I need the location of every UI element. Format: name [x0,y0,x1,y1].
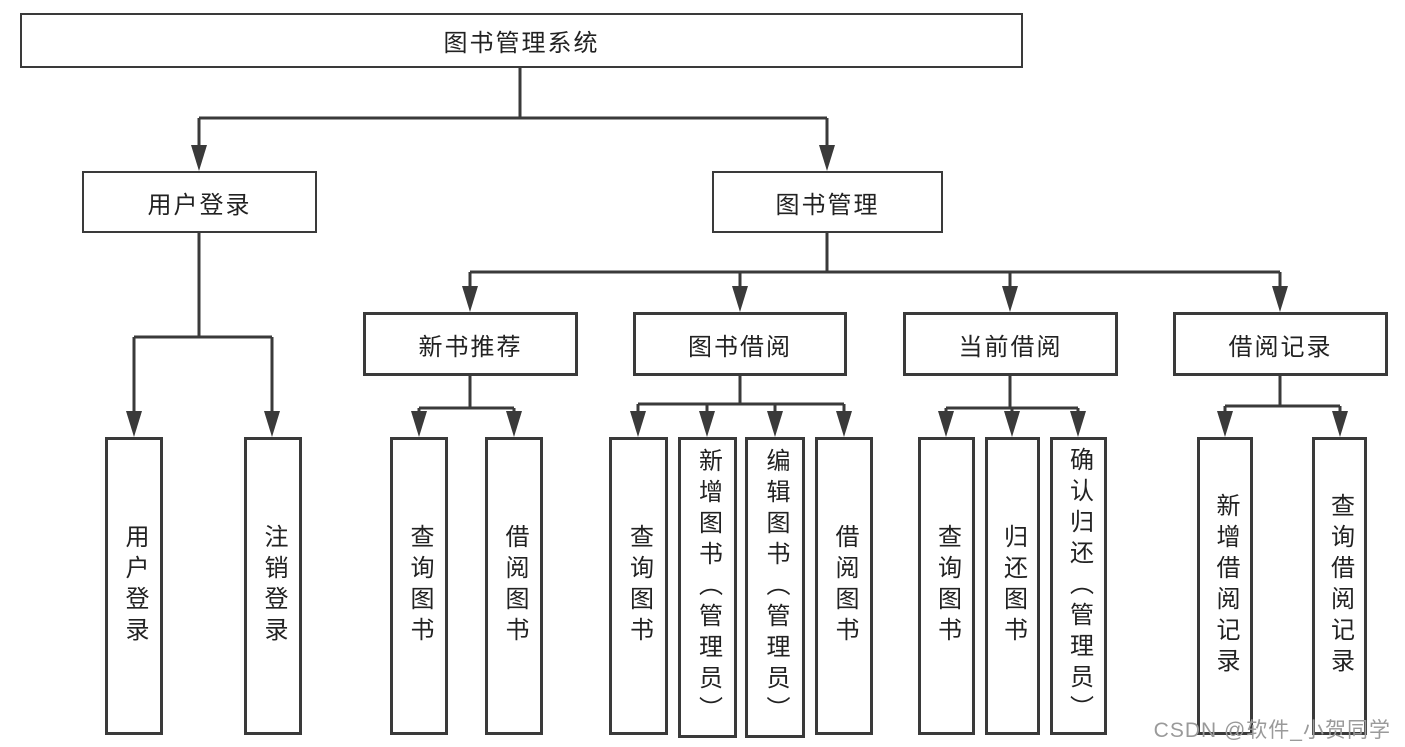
leaf-borrow-book-recommend-label: 借阅图书 [501,524,528,648]
leaf-return-book-label: 归还图书 [999,524,1027,648]
leaf-edit-book-admin: 编辑图书（管理员） [745,437,805,738]
node-book-borrow: 图书借阅 [633,312,847,376]
leaf-return-book: 归还图书 [985,437,1040,735]
csdn-watermark: CSDN @软件_小贺同学 [1153,719,1391,742]
leaf-logout: 注销登录 [244,437,302,735]
leaf-borrow-book-label: 借阅图书 [831,524,858,648]
node-current-borrow: 当前借阅 [903,312,1118,376]
node-book-borrow-label: 图书借阅 [688,333,792,361]
leaf-query-book-recommend: 查询图书 [390,437,448,735]
leaf-query-book-current-label: 查询图书 [933,524,961,648]
leaf-query-borrow-record-label: 查询借阅记录 [1326,493,1354,679]
node-new-book-recommend-label: 新书推荐 [418,333,523,361]
leaf-borrow-book-recommend: 借阅图书 [485,437,543,735]
node-borrow-record: 借阅记录 [1173,312,1388,376]
leaf-query-borrow-record: 查询借阅记录 [1312,437,1367,735]
leaf-query-book-recommend-label: 查询图书 [406,524,433,648]
node-borrow-record-label: 借阅记录 [1228,333,1333,361]
node-root: 图书管理系统 [20,13,1023,68]
leaf-confirm-return-admin: 确认归还（管理员） [1050,437,1107,735]
leaf-query-book-current: 查询图书 [918,437,975,735]
node-book-management-label: 图书管理 [775,191,880,219]
node-user-login: 用户登录 [82,171,317,233]
node-book-management: 图书管理 [712,171,943,233]
leaf-user-login: 用户登录 [105,437,163,735]
node-new-book-recommend: 新书推荐 [363,312,578,376]
leaf-add-borrow-record: 新增借阅记录 [1197,437,1253,735]
leaf-user-login-label: 用户登录 [121,524,148,648]
leaf-logout-label: 注销登录 [260,524,287,648]
leaf-add-book-admin: 新增图书（管理员） [678,437,737,738]
leaf-add-book-admin-label: 新增图书（管理员） [694,448,722,727]
leaf-borrow-book: 借阅图书 [815,437,873,735]
leaf-query-book-borrow: 查询图书 [609,437,668,735]
node-current-borrow-label: 当前借阅 [958,333,1063,361]
leaf-add-borrow-record-label: 新增借阅记录 [1212,493,1239,679]
leaf-query-book-borrow-label: 查询图书 [625,524,653,648]
leaf-edit-book-admin-label: 编辑图书（管理员） [762,448,789,727]
leaf-confirm-return-admin-label: 确认归还（管理员） [1065,446,1093,726]
node-root-label: 图书管理系统 [443,30,600,57]
node-user-login-label: 用户登录 [147,191,252,219]
